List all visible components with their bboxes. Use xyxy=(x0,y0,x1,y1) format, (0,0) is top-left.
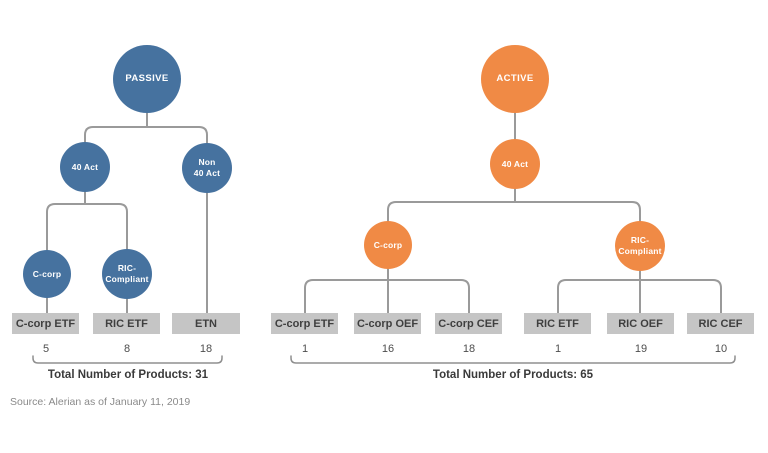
source-note: Source: Alerian as of January 11, 2019 xyxy=(10,396,191,408)
total-bracket-passive xyxy=(32,355,223,364)
count-active-ric-cef: 10 xyxy=(714,343,728,355)
leaf-passive-ric-etf: RIC ETF xyxy=(93,313,160,334)
leaf-active-c-corp-oef: C-corp OEF xyxy=(354,313,421,334)
leaf-passive-c-corp-etf: C-corp ETF xyxy=(12,313,79,334)
node-active-ric-compliant: RIC- Compliant xyxy=(615,221,665,271)
count-active-c-corp-oef: 16 xyxy=(381,343,395,355)
leaf-active-c-corp-cef: C-corp CEF xyxy=(435,313,502,334)
count-passive-ric-etf: 8 xyxy=(123,343,131,355)
node-passive-40act: 40 Act xyxy=(60,142,110,192)
count-passive-etn: 18 xyxy=(199,343,213,355)
node-passive-ric-compliant: RIC- Compliant xyxy=(102,249,152,299)
count-active-c-corp-cef: 18 xyxy=(462,343,476,355)
count-active-ric-oef: 19 xyxy=(634,343,648,355)
node-passive-c-corp: C-corp xyxy=(23,250,71,298)
total-bracket-active xyxy=(290,355,736,364)
node-passive-root: PASSIVE xyxy=(113,45,181,113)
node-active-root: ACTIVE xyxy=(481,45,549,113)
count-active-c-corp-etf: 1 xyxy=(301,343,309,355)
node-active-40act: 40 Act xyxy=(490,139,540,189)
count-active-ric-etf: 1 xyxy=(554,343,562,355)
total-active: Total Number of Products: 65 xyxy=(432,369,594,381)
node-active-c-corp: C-corp xyxy=(364,221,412,269)
leaf-active-ric-oef: RIC OEF xyxy=(607,313,674,334)
leaf-passive-etn: ETN xyxy=(172,313,240,334)
total-passive: Total Number of Products: 31 xyxy=(47,369,209,381)
node-passive-non-40act: Non 40 Act xyxy=(182,143,232,193)
count-passive-c-corp-etf: 5 xyxy=(42,343,50,355)
leaf-active-c-corp-etf: C-corp ETF xyxy=(271,313,338,334)
leaf-active-ric-cef: RIC CEF xyxy=(687,313,754,334)
leaf-active-ric-etf: RIC ETF xyxy=(524,313,591,334)
